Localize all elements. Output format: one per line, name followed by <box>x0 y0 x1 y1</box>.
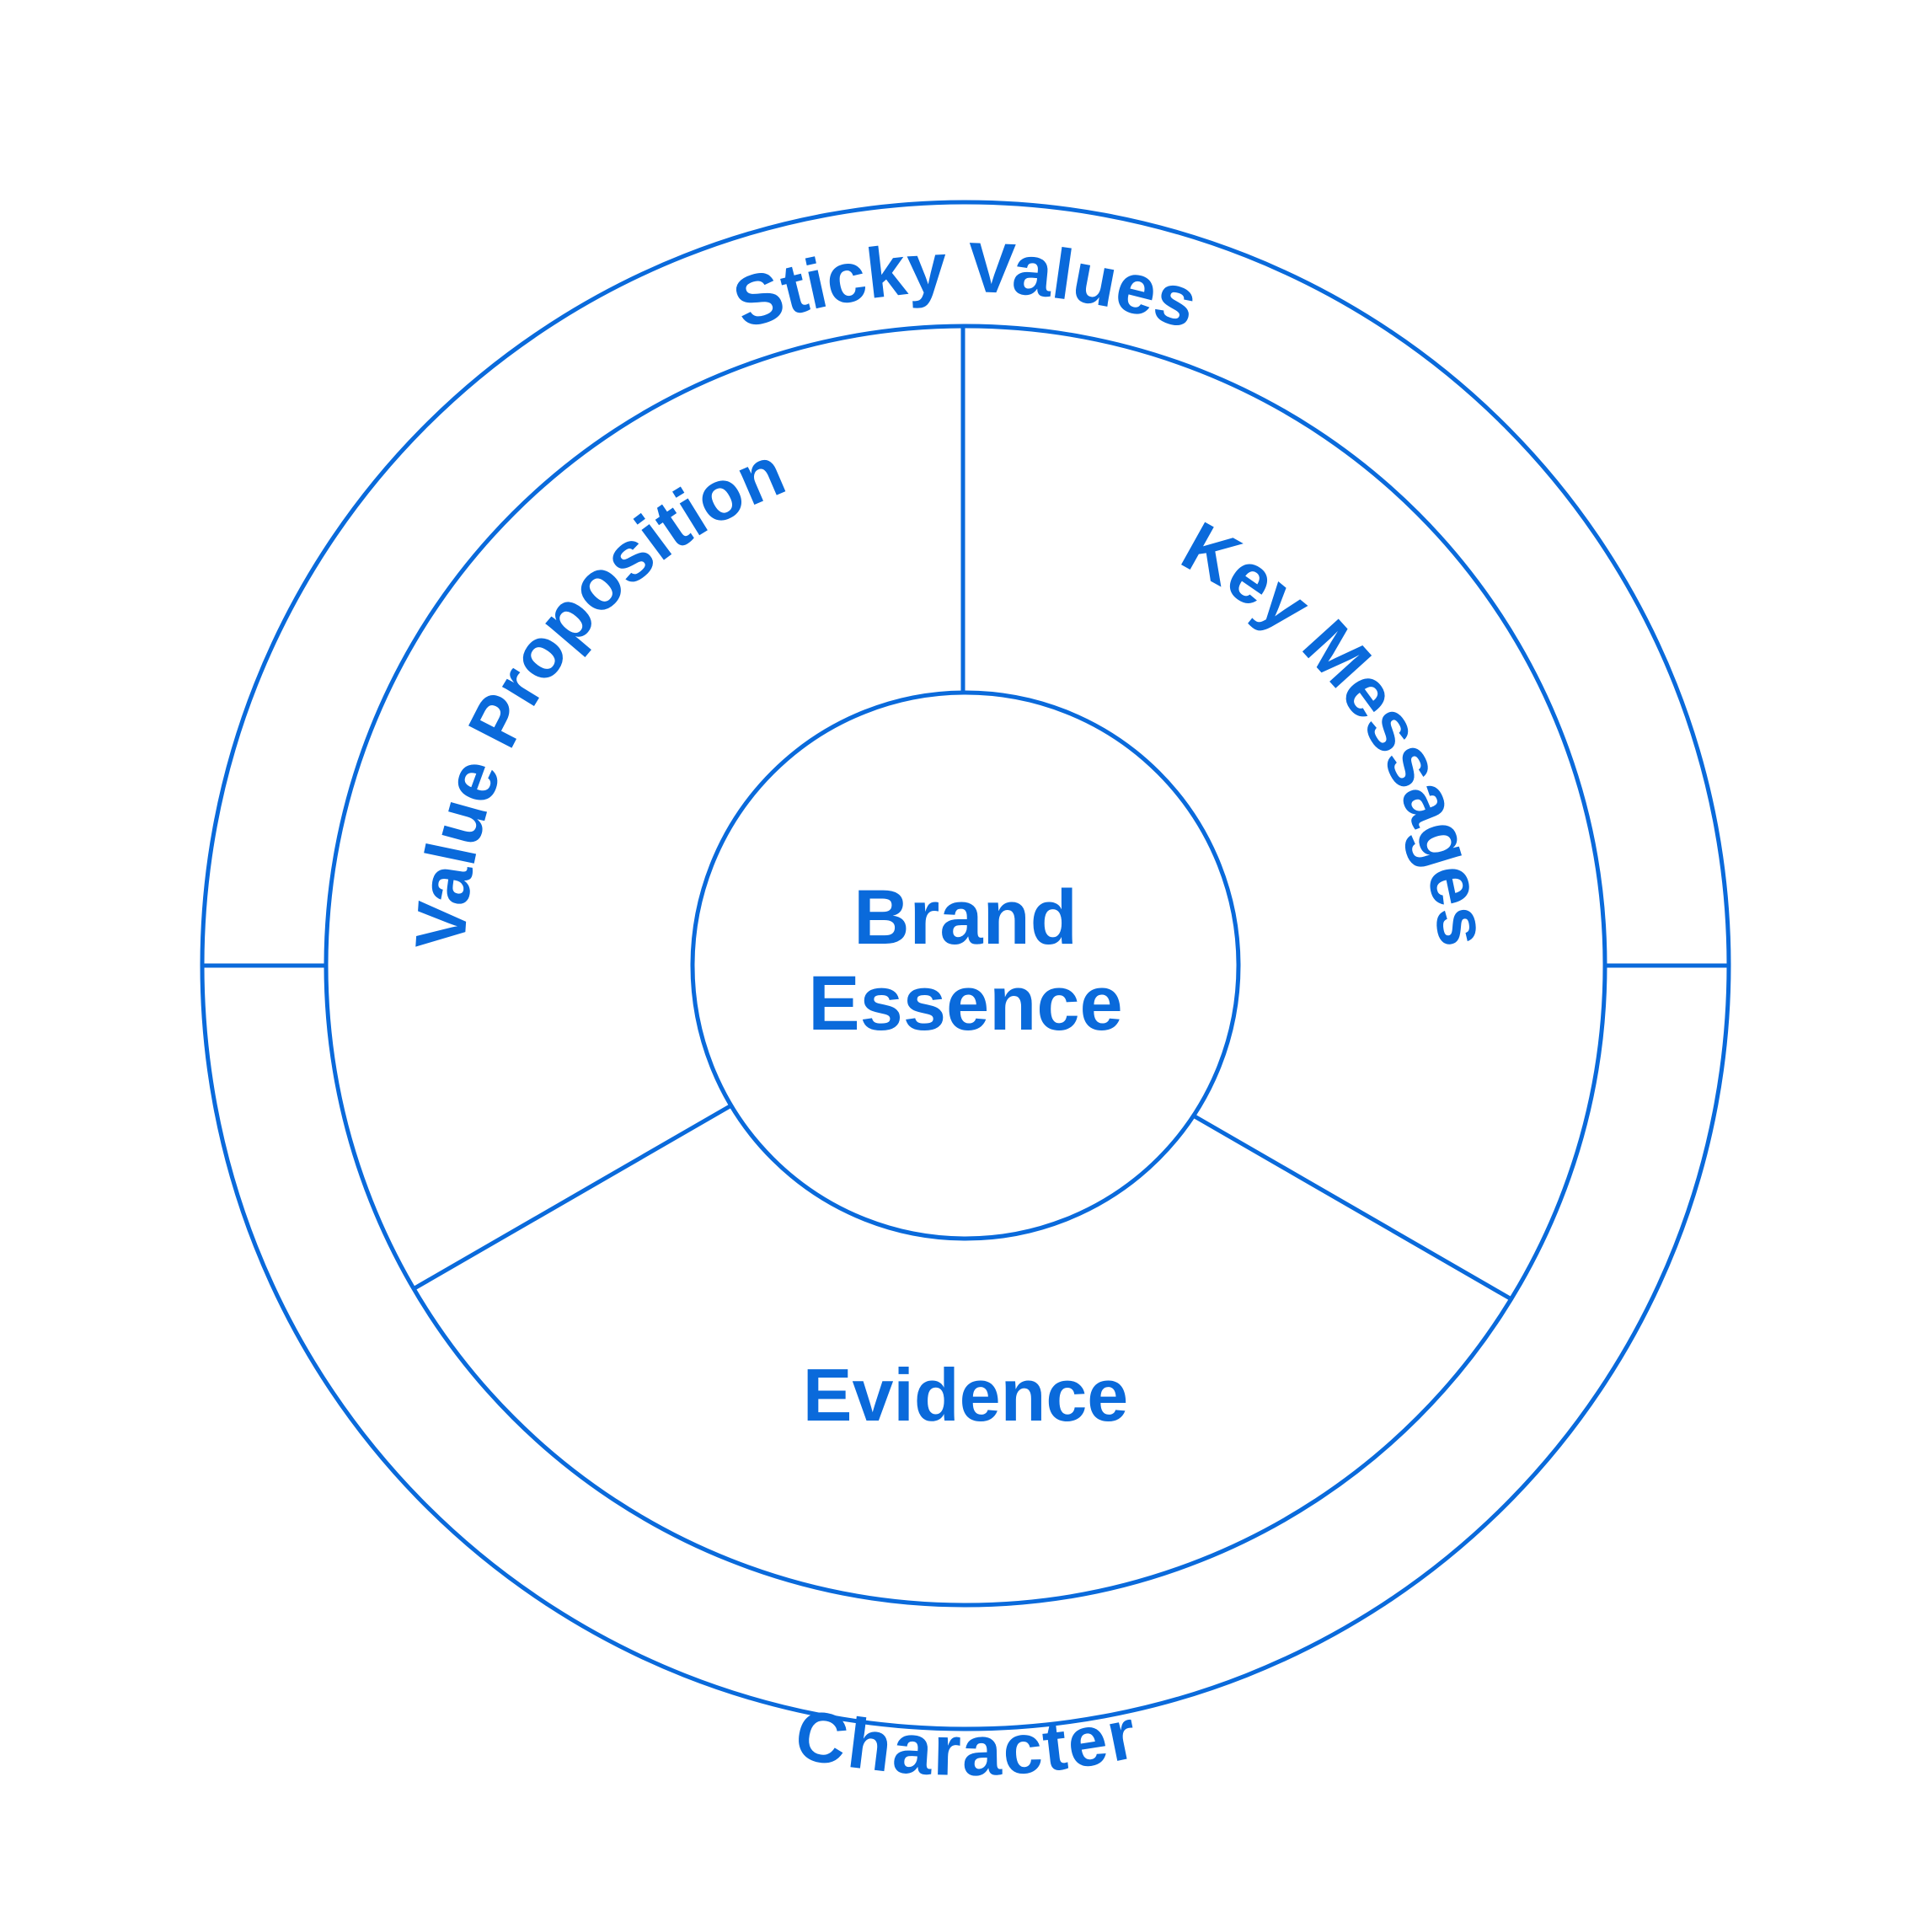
essence-label: Essence <box>808 961 1122 1046</box>
character-text: Character <box>789 1694 1142 1790</box>
evidence-label: Evidence <box>803 1353 1128 1437</box>
key-messages-label: Key Messages <box>1169 506 1503 950</box>
brand-label: Brand <box>853 875 1078 961</box>
core-ring <box>690 690 1241 1241</box>
divider-lower-left <box>413 1103 733 1291</box>
character-label: Character <box>789 1694 1142 1790</box>
value-proposition-text: Value Proposition <box>400 431 795 951</box>
key-messages-text: Key Messages <box>1169 506 1503 950</box>
value-proposition-label: Value Proposition <box>400 431 795 951</box>
divider-lower-right <box>1193 1114 1513 1302</box>
